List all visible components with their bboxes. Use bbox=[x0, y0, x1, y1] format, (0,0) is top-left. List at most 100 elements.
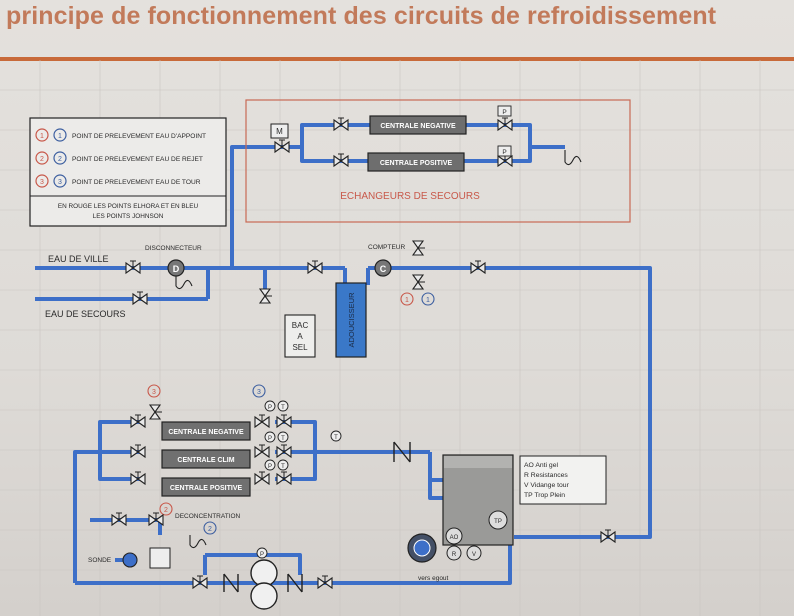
pump-pressure-label: P bbox=[260, 552, 264, 558]
drain-icon bbox=[564, 150, 582, 166]
drain-icon bbox=[189, 535, 207, 549]
salt-tank-line3: SEL bbox=[292, 343, 308, 352]
temp-gauge-label: T bbox=[281, 464, 285, 470]
pump-icon bbox=[250, 559, 278, 587]
probe-icon bbox=[122, 552, 138, 568]
reject-point-red: 2 bbox=[164, 507, 168, 514]
deconcentration-label: DECONCENTRATION bbox=[175, 513, 241, 520]
legend-blue-2: 2 bbox=[58, 156, 62, 163]
drain-label: vers egout bbox=[418, 575, 449, 582]
supply-point-blue: 1 bbox=[426, 297, 430, 304]
valve-icon bbox=[333, 153, 349, 167]
motorized-valve-icon bbox=[274, 139, 290, 153]
valve-icon bbox=[254, 471, 270, 485]
legend-blue-1: 1 bbox=[58, 133, 62, 140]
exchanger-unit-top: CENTRALE NEGATIVE bbox=[380, 123, 456, 130]
water-supply-group: EAU DE VILLE EAU DE SECOURS D DISCONNECT… bbox=[45, 240, 486, 358]
valve-icon bbox=[276, 414, 292, 428]
reject-point-blue: 2 bbox=[208, 526, 212, 533]
city-water-label: EAU DE VILLE bbox=[48, 254, 109, 264]
valve-icon bbox=[130, 414, 146, 428]
temp-gauge-label: T bbox=[334, 435, 338, 441]
valve-icon bbox=[317, 575, 333, 589]
valve-icon bbox=[600, 529, 616, 543]
tower-ao: AO bbox=[450, 535, 459, 541]
temp-gauge-label: T bbox=[281, 405, 285, 411]
pressure-gauge-label: P bbox=[268, 464, 272, 470]
meter-label: COMPTEUR bbox=[368, 244, 406, 251]
page-title: principe de fonctionnement des circuits … bbox=[6, 2, 717, 30]
valve-icon bbox=[259, 288, 273, 304]
water-meter-icon bbox=[374, 259, 392, 277]
valve-icon bbox=[130, 471, 146, 485]
valve-icon bbox=[276, 444, 292, 458]
valve-icon bbox=[192, 575, 208, 589]
supply-point-red: 1 bbox=[405, 297, 409, 304]
check-valve-icon bbox=[223, 573, 239, 593]
salt-tank-line2: A bbox=[297, 332, 303, 341]
legend-label-3: POINT DE PRELEVEMENT EAU DE TOUR bbox=[72, 179, 201, 186]
exchangers-caption: ECHANGEURS DE SECOURS bbox=[340, 191, 480, 202]
valve-icon bbox=[254, 444, 270, 458]
backup-exchangers-group: M CENTRALE NEGATIVE CENTRALE POSITIVE P … bbox=[245, 99, 631, 223]
valve-icon bbox=[307, 260, 323, 274]
cooling-unit-positive: CENTRALE POSITIVE bbox=[170, 485, 243, 492]
solenoid-valve-icon bbox=[148, 512, 164, 526]
valve-icon bbox=[125, 260, 141, 274]
legend-row-3: 3 3 POINT DE PRELEVEMENT EAU DE TOUR bbox=[35, 174, 201, 188]
valve-icon bbox=[130, 444, 146, 458]
water-pipes bbox=[35, 123, 652, 585]
backup-water-label: EAU DE SECOURS bbox=[45, 309, 126, 319]
check-valve-icon bbox=[287, 573, 303, 593]
pressure-label-top: P bbox=[502, 109, 506, 116]
legend-box: 1 1 POINT DE PRELEVEMENT EAU D'APPOINT 2… bbox=[29, 117, 227, 227]
legend-red-1: 1 bbox=[40, 133, 44, 140]
valve-icon bbox=[412, 240, 426, 256]
check-valve-icon bbox=[393, 441, 411, 463]
pressure-label-bottom: P bbox=[502, 149, 506, 156]
valve-icon bbox=[132, 291, 148, 305]
legend-row-1: 1 1 POINT DE PRELEVEMENT EAU D'APPOINT bbox=[35, 128, 206, 142]
motor-label: M bbox=[276, 127, 283, 136]
tower-legend-2: R Resistances bbox=[524, 472, 568, 479]
valve-icon bbox=[276, 471, 292, 485]
legend-row-2: 2 2 POINT DE PRELEVEMENT EAU DE REJET bbox=[35, 151, 203, 165]
valve-icon bbox=[497, 117, 513, 131]
meter-symbol: C bbox=[380, 264, 387, 274]
controller-box bbox=[149, 547, 171, 569]
legend-label-1: POINT DE PRELEVEMENT EAU D'APPOINT bbox=[72, 133, 206, 140]
pressure-gauge-label: P bbox=[268, 405, 272, 411]
valve-icon bbox=[111, 512, 127, 526]
tower-legend-4: TP Trop Plein bbox=[524, 492, 565, 499]
legend-note-line1: EN ROUGE LES POINTS ELHORA ET EN BLEU bbox=[58, 203, 199, 210]
tower-r: R bbox=[452, 552, 457, 558]
tower-legend-1: AO Anti gel bbox=[524, 462, 558, 469]
salt-tank-line1: BAC bbox=[292, 321, 309, 330]
legend-label-2: POINT DE PRELEVEMENT EAU DE REJET bbox=[72, 156, 203, 163]
tower-legend-box bbox=[519, 455, 607, 505]
disconnector-label: DISCONNECTEUR bbox=[145, 245, 202, 252]
legend-red-2: 2 bbox=[40, 156, 44, 163]
softener-tank bbox=[335, 282, 367, 358]
cooling-unit-negative: CENTRALE NEGATIVE bbox=[168, 429, 244, 436]
pressure-gauge-label: P bbox=[268, 436, 272, 442]
title-divider bbox=[0, 57, 794, 61]
cooling-unit-clim: CENTRALE CLIM bbox=[177, 457, 234, 464]
valve-icon bbox=[412, 274, 426, 290]
pump-icon bbox=[250, 582, 278, 610]
tower-v: V bbox=[472, 552, 476, 558]
legend-red-3: 3 bbox=[40, 179, 44, 186]
tower-top bbox=[444, 456, 512, 468]
legend-blue-3: 3 bbox=[58, 179, 62, 186]
valve-icon bbox=[333, 117, 349, 131]
drain-icon bbox=[175, 276, 193, 290]
tower-legend-3: V Vidange tour bbox=[524, 482, 570, 489]
salt-tank bbox=[284, 314, 316, 358]
cooling-circuit-group: 3 3 CENTRALE NEGATIVE CENTRALE CLIM CENT… bbox=[88, 384, 616, 610]
tower-point-blue: 3 bbox=[257, 389, 261, 396]
disconnector-symbol: D bbox=[173, 264, 180, 274]
probe-label: SONDE bbox=[88, 557, 112, 564]
valve-icon bbox=[470, 260, 486, 274]
